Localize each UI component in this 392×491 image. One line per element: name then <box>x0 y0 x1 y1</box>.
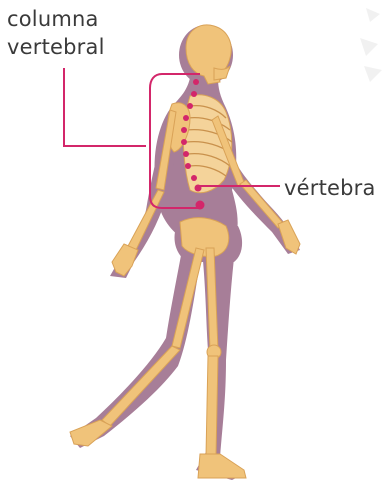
corner-arrow-icon <box>360 8 382 82</box>
columna-label-line1: columna <box>7 6 99 32</box>
columna-label-line2: vertebral <box>7 34 105 60</box>
body-silhouette <box>70 25 300 480</box>
vertebra-label: vértebra <box>284 175 376 201</box>
